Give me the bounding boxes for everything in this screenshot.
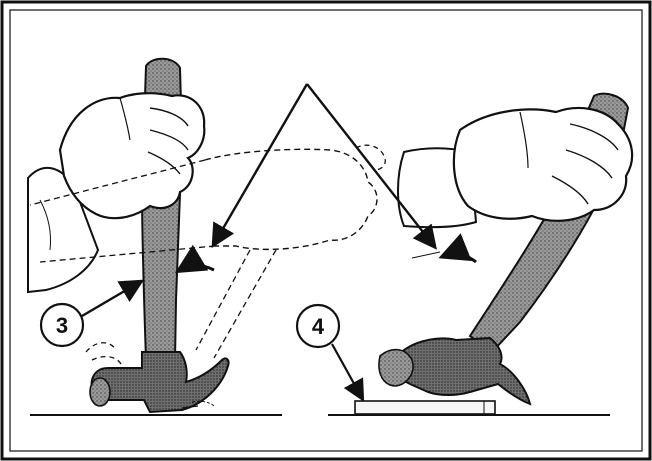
callout-3-leader: [82, 282, 140, 316]
right-hammer-head: [397, 338, 530, 404]
wood-block: [355, 401, 495, 414]
right-scene: [355, 94, 632, 414]
callout-3: 3: [41, 282, 140, 346]
left-hand: [60, 93, 204, 218]
left-ghost-hand: [205, 149, 377, 249]
callout-4: 4: [297, 305, 362, 398]
callout-4-leader: [332, 344, 362, 398]
callout-4-label: 4: [312, 314, 325, 339]
left-scene: [28, 59, 385, 412]
right-motion-arrow: [444, 254, 476, 262]
callout-3-label: 3: [56, 313, 68, 338]
pointer-to-left-pivot: [214, 84, 307, 244]
right-hand: [454, 108, 632, 221]
left-motion-arrow: [180, 266, 214, 271]
right-pivot-mark: [412, 252, 440, 258]
